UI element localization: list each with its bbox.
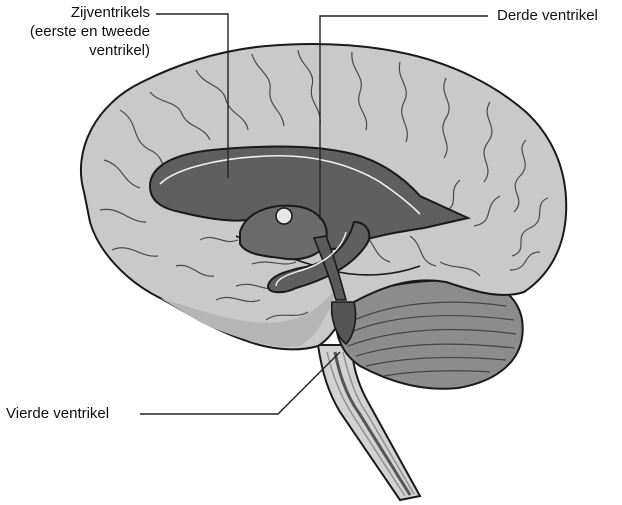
label-lateral-line2: (eerste en tweede — [0, 22, 150, 41]
label-third-ventricle: Derde ventrikel — [497, 6, 598, 25]
leader-line-fourth — [140, 352, 340, 414]
label-lateral-ventricles: Zijventrikels (eerste en tweede ventrike… — [0, 3, 150, 60]
label-fourth-ventricle: Vierde ventrikel — [6, 404, 109, 423]
label-lateral-line1: Zijventrikels — [0, 3, 150, 22]
label-lateral-line3: ventrikel) — [0, 41, 150, 60]
